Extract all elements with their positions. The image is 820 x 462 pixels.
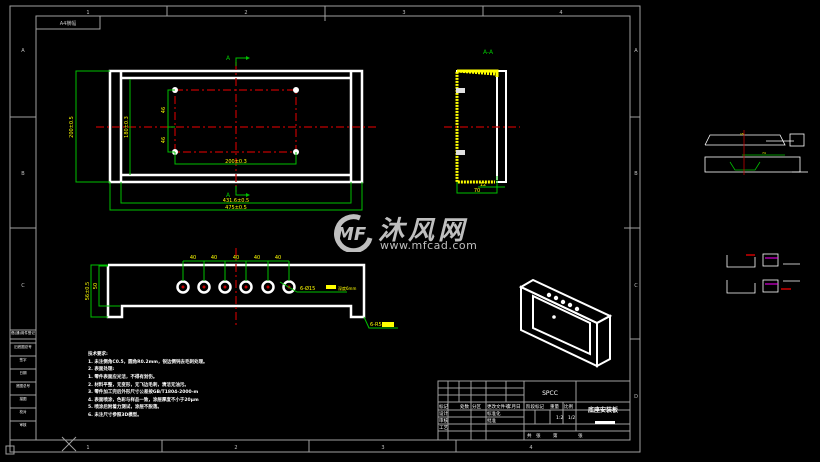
hole-callout-detail: 深度6mm: [338, 285, 356, 291]
section-view: A-A 12 70: [444, 49, 520, 194]
row-label: C: [21, 283, 25, 289]
dim-height-total: 56±0.5: [85, 282, 91, 301]
thumbnail-assembly-1: [704, 133, 808, 173]
note-line: 5. 喷涂后附着力测试，涂层不脱落。: [88, 403, 162, 410]
tb-row: 年月日: [507, 403, 521, 410]
drawing-frame: [9, 5, 641, 453]
dim-flange-b: 70: [474, 188, 480, 194]
svg-text:15: 15: [740, 132, 744, 136]
svg-text:74: 74: [762, 151, 766, 155]
col-label: 2: [244, 10, 247, 16]
col-label: 1: [86, 10, 89, 16]
col-label: 3: [402, 10, 405, 16]
row-label: B: [634, 171, 638, 177]
dim-flange-a: 12: [480, 182, 486, 188]
side-strip: [5, 329, 77, 455]
strip-label: 借(通)用件登记: [11, 330, 35, 335]
dim-hole-offset-upper: 46: [161, 107, 167, 113]
row-label: D: [634, 394, 638, 400]
iso-holes: [546, 292, 580, 319]
dim-hole-offset-lower: 46: [161, 137, 167, 143]
frame-tag: A4横幅: [60, 20, 77, 27]
note-line: 1. 未注倒角C0.5，圆角R0.2mm，锐边倒钝去毛刺处理。: [88, 358, 208, 365]
tb-role: 审核: [439, 417, 448, 424]
dim-hole-pitch: 40: [211, 255, 217, 261]
col-label: 1: [86, 445, 89, 451]
note-line: 1. 零件表面应光洁，不得有划伤。: [88, 373, 157, 380]
zone-labels: 1 2 3 4 1 2 3 4 A B C A B C D A4横幅: [21, 10, 638, 451]
isometric-view: [518, 278, 613, 368]
row-label: A: [21, 48, 25, 54]
dim-hole-pitch: 40: [254, 255, 260, 261]
dim-hole-pitch: 40: [233, 255, 239, 261]
tb-row: 分区: [472, 403, 481, 410]
tb-row: 处数: [460, 403, 469, 410]
tb-material: SPCC: [542, 390, 558, 397]
section-mark-bottom: A: [226, 192, 231, 199]
top-view: 46 46 200±0.3 180±0.3 200±0.5 431.6±0.5 …: [69, 55, 376, 211]
tb-role: 工艺: [439, 425, 448, 431]
dim-hole-spacing: 200±0.3: [225, 159, 247, 165]
tb-footer: 共: [527, 432, 532, 439]
section-label: A-A: [483, 49, 494, 56]
dim-hole-pitch: 40: [190, 255, 196, 261]
tb-footer: 张: [578, 432, 583, 439]
title-block: [437, 380, 631, 441]
tb-row: 标记: [439, 403, 448, 410]
dim-height-inner: 50: [93, 283, 99, 289]
foot-callout: 6-R5: [370, 322, 382, 328]
note-line: 2. 表面处理:: [88, 365, 114, 372]
dim-inner-width: 431.6±0.5: [223, 198, 249, 204]
col-label: 2: [234, 445, 237, 451]
notes-title: 技术要求:: [88, 350, 108, 357]
note-line: 2. 材料平整，无变形，无飞边毛刺，清洁无油污。: [88, 381, 189, 388]
tb-stage: 比例: [564, 403, 573, 410]
dim-inner-height: 180±0.3: [124, 116, 130, 138]
col-label: 3: [381, 445, 384, 451]
row-label: C: [634, 283, 638, 289]
row-label: B: [21, 171, 25, 177]
note-line: 4. 表面喷涂，色彩与样品一致，涂层厚度不小于20μm: [88, 396, 199, 403]
strip-label: 描图: [20, 396, 27, 401]
row-label: A: [634, 48, 638, 54]
strip-label: 底图总号: [16, 383, 30, 388]
col-label: 4: [529, 445, 532, 451]
note-line: 6. 未注尺寸参照3D模型。: [88, 411, 142, 418]
hole-callout: 6-Ø15: [300, 285, 315, 292]
tb-footer: 张: [536, 432, 541, 439]
note-line: 3. 零件加工完后外形尺寸公差按GB/T1804-2000-m: [88, 388, 199, 395]
tb-sheet: 1/2: [568, 415, 575, 421]
strip-label: 签字: [20, 357, 27, 362]
strip-label: 审核: [20, 422, 27, 427]
tb-stage: 重量: [550, 403, 559, 410]
tb-role: 标准化: [487, 410, 501, 417]
front-view: 40 40 40 40 40 56±0.5 50 6-Ø15 6-R5 深度6m…: [85, 248, 398, 329]
dim-outer-width: 475±0.5: [225, 205, 247, 211]
col-label: 4: [559, 10, 562, 16]
dim-outer-height: 200±0.5: [69, 116, 75, 138]
section-mark-top: A: [226, 55, 231, 62]
strip-label: 旧底图总号: [14, 344, 32, 349]
tb-role: 批准: [487, 417, 496, 424]
dim-hole-pitch: 40: [275, 255, 281, 261]
tb-stage: 阶段标记: [526, 403, 544, 410]
hole-row: [176, 280, 296, 294]
strip-label: 日期: [20, 370, 27, 375]
strip-label: 校对: [20, 409, 27, 414]
tb-footer: 第: [553, 432, 558, 439]
tb-role: 设计: [439, 410, 448, 417]
technical-notes: 技术要求: 1. 未注倒角C0.5，圆角R0.2mm，锐边倒钝去毛刺处理。 2.…: [88, 350, 208, 418]
tb-row: 更改文件号: [487, 403, 510, 410]
tb-scale: 1:2: [556, 415, 563, 421]
thumbnail-assembly-2: [726, 253, 800, 294]
tb-part-name: 底座安装板: [588, 406, 619, 414]
